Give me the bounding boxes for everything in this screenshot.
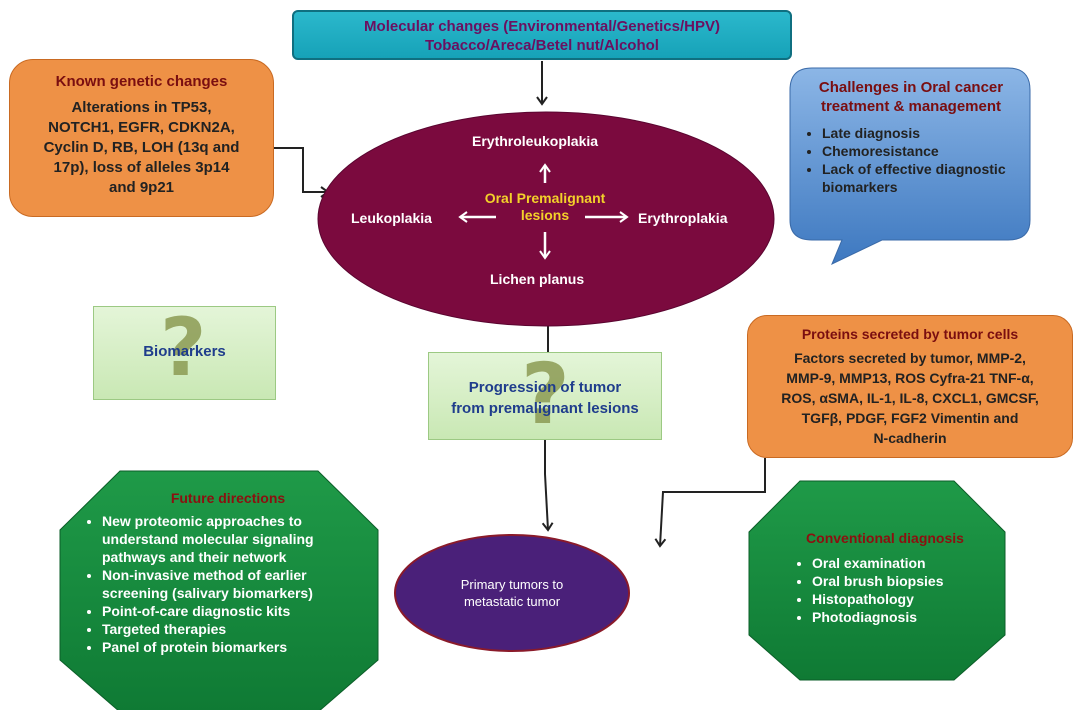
question-mark-icon: ? <box>160 301 207 394</box>
conventional-diagnosis-title: Conventional diagnosis <box>806 530 964 546</box>
genetic-line-2: NOTCH1, EGFR, CDKN2A, <box>48 119 235 136</box>
conventional-item: Oral examination <box>812 554 990 572</box>
challenge-item: Late diagnosis <box>822 124 1022 142</box>
future-item: Targeted therapies <box>102 620 372 638</box>
genetic-line-5: and 9p21 <box>108 179 175 196</box>
connector-progression-to-primary <box>541 440 554 532</box>
proteins-line-2: MMP-9, MMP13, ROS Cyfra-21 TNF-α, <box>786 370 1034 386</box>
challenges-bubble <box>789 67 1031 266</box>
molecular-changes-line1: Molecular changes (Environmental/Genetic… <box>364 18 720 35</box>
future-directions-content: Future directions New proteomic approach… <box>84 490 372 656</box>
lichen-planus-label: Lichen planus <box>490 271 585 287</box>
proteins-line-3: ROS, αSMA, IL-1, IL-8, CXCL1, GMCSF, <box>781 390 1039 406</box>
progression-line1: Progression of tumor <box>468 379 622 396</box>
proteins-title: Proteins secreted by tumor cells <box>801 326 1019 342</box>
connector-proteins-to-primary <box>654 458 766 548</box>
future-directions-list: New proteomic approaches to understand m… <box>84 512 372 656</box>
proteins-secreted-box: Proteins secreted by tumor cells Factors… <box>747 315 1073 458</box>
erythroplakia-label: Erythroplakia <box>638 210 728 226</box>
challenges-content: Challenges in Oral cancer treatment & ma… <box>800 78 1022 196</box>
genetic-line-4: 17p), loss of alleles 3p14 <box>53 159 230 176</box>
future-item: Non-invasive method of earlier screening… <box>102 566 372 602</box>
erythroleukoplakia-label: Erythroleukoplakia <box>472 133 599 149</box>
challenge-item: Chemoresistance <box>822 142 1022 160</box>
future-item: Point-of-care diagnostic kits <box>102 602 372 620</box>
primary-tumor-label: Primary tumors to metastatic tumor <box>437 576 587 610</box>
molecular-changes-box: Molecular changes (Environmental/Genetic… <box>292 10 792 60</box>
future-item: New proteomic approaches to understand m… <box>102 512 372 566</box>
challenges-list: Late diagnosis Chemoresistance Lack of e… <box>800 124 1022 196</box>
connector-genetic-to-lesions <box>274 147 330 198</box>
oral-premalignant-label: Oral Premalignant lesions <box>470 190 620 224</box>
leukoplakia-label: Leukoplakia <box>351 210 432 226</box>
future-directions-octagon <box>59 470 379 710</box>
conventional-item: Photodiagnosis <box>812 608 990 626</box>
proteins-line-5: N-cadherin <box>873 430 947 446</box>
biomarkers-label: Biomarkers <box>143 343 226 360</box>
question-mark-icon: ? <box>521 345 570 443</box>
genetic-line-1: Alterations in TP53, <box>71 99 212 116</box>
progression-line2: from premalignant lesions <box>451 400 639 417</box>
known-genetic-changes-box: Known genetic changes Alterations in TP5… <box>9 59 274 217</box>
conventional-item: Oral brush biopsies <box>812 572 990 590</box>
challenges-title-line1: Challenges in Oral cancer <box>818 79 1004 96</box>
molecular-changes-line2: Tobacco/Areca/Betel nut/Alcohol <box>425 37 659 54</box>
primary-line2: metastatic tumor <box>463 594 561 609</box>
challenge-item: Lack of effective diagnostic biomarkers <box>822 160 1022 196</box>
proteins-line-4: TGFβ, PDGF, FGF2 Vimentin and <box>801 410 1019 426</box>
conventional-item: Histopathology <box>812 590 990 608</box>
premalignant-line2: lesions <box>520 207 570 223</box>
progression-box: ? Progression of tumor from premalignant… <box>428 347 662 441</box>
future-item: Panel of protein biomarkers <box>102 638 372 656</box>
premalignant-line1: Oral Premalignant <box>484 190 606 206</box>
biomarkers-box: ? Biomarkers <box>93 301 276 400</box>
conventional-diagnosis-list: Oral examination Oral brush biopsies His… <box>780 554 990 626</box>
known-genetic-changes-title: Known genetic changes <box>55 73 228 90</box>
future-directions-title: Future directions <box>170 490 286 506</box>
challenges-title-line2: treatment & management <box>820 98 1002 115</box>
lesions-ellipse <box>317 111 775 327</box>
conventional-diagnosis-content: Conventional diagnosis Oral examination … <box>780 530 990 626</box>
genetic-line-3: Cyclin D, RB, LOH (13q and <box>43 139 240 156</box>
conventional-diagnosis-octagon <box>748 480 1006 681</box>
proteins-line-1: Factors secreted by tumor, MMP-2, <box>794 350 1026 366</box>
primary-line1: Primary tumors to <box>460 577 564 592</box>
primary-tumor-ellipse <box>394 534 630 652</box>
